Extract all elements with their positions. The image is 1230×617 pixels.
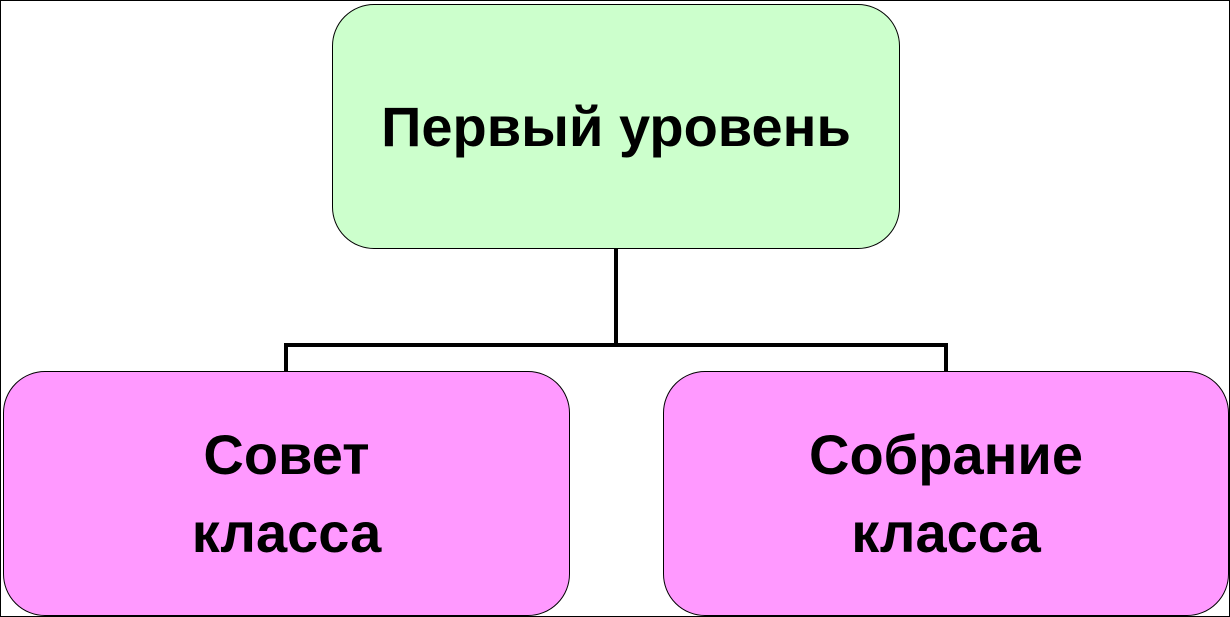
node-class-meeting: Собрание класса (663, 371, 1229, 616)
node-class-council-label: Совет класса (191, 422, 382, 564)
node-class-meeting-label: Собрание класса (809, 422, 1083, 564)
node-first-level-label: Первый уровень (381, 95, 851, 158)
node-first-level: Первый уровень (332, 4, 900, 249)
node-class-council: Совет класса (3, 371, 570, 616)
